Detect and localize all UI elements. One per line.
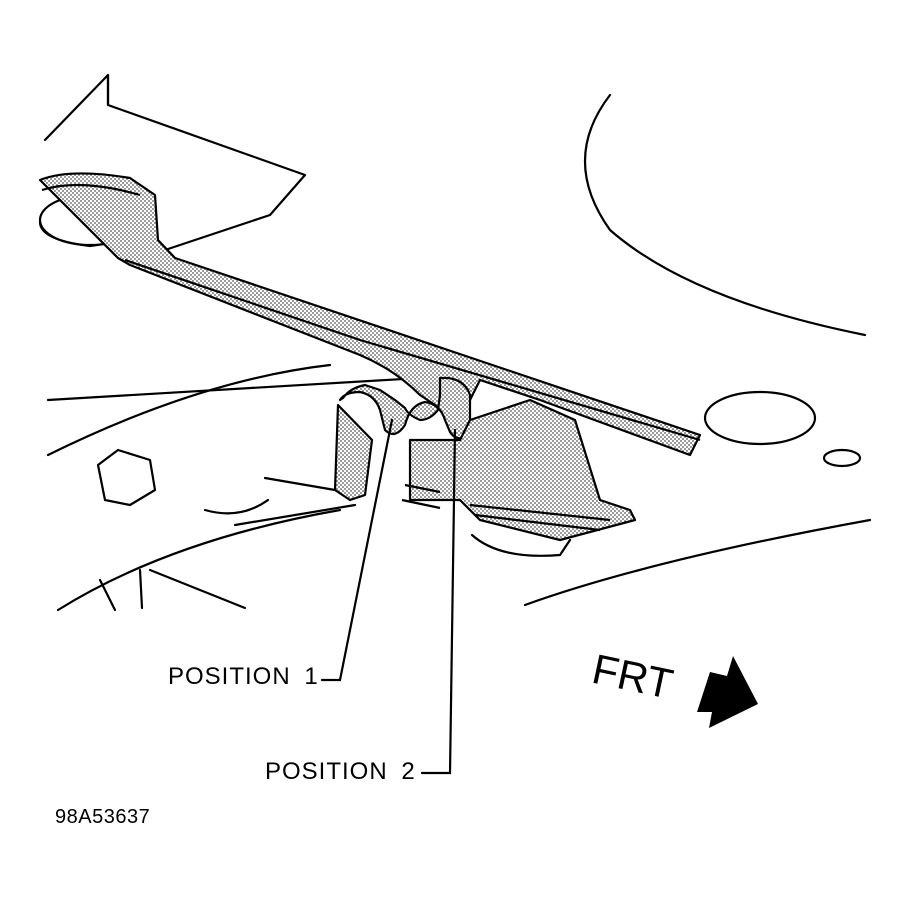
small-hole bbox=[822, 448, 862, 468]
bracket-top-stripe bbox=[41, 183, 141, 197]
lower-cylinder-base bbox=[203, 498, 270, 515]
right-body-curve bbox=[584, 93, 867, 337]
lower-left-leg bbox=[98, 578, 117, 612]
upper-panel-outline bbox=[43, 73, 307, 252]
lower-bottom-line bbox=[148, 568, 247, 610]
front-direction-arrow-icon bbox=[697, 656, 758, 728]
inner-edge bbox=[233, 503, 357, 527]
latch-tab bbox=[333, 403, 374, 502]
position-1-label: POSITION 1 bbox=[168, 663, 319, 690]
position-2-leader bbox=[420, 428, 457, 775]
lower-cylinder bbox=[470, 533, 572, 557]
hood-bracket-arm bbox=[38, 172, 702, 457]
bracket-arm-inner bbox=[124, 258, 701, 442]
position-1-leader bbox=[320, 418, 394, 682]
lower-left-surface bbox=[46, 376, 422, 402]
inner-edge2 bbox=[263, 476, 337, 492]
latch-plate bbox=[408, 398, 637, 542]
lower-left-leg2 bbox=[138, 568, 144, 610]
lower-left-curve bbox=[46, 363, 332, 457]
lower-right-surface bbox=[523, 518, 872, 607]
right-stud bbox=[703, 390, 817, 446]
figure-id: 98A53637 bbox=[55, 806, 151, 828]
lower-left-edge bbox=[56, 508, 342, 612]
left-block bbox=[96, 448, 157, 507]
position-2-label: POSITION 2 bbox=[265, 758, 416, 785]
striker-hook bbox=[338, 376, 472, 440]
latch-plate-lines bbox=[401, 483, 611, 532]
